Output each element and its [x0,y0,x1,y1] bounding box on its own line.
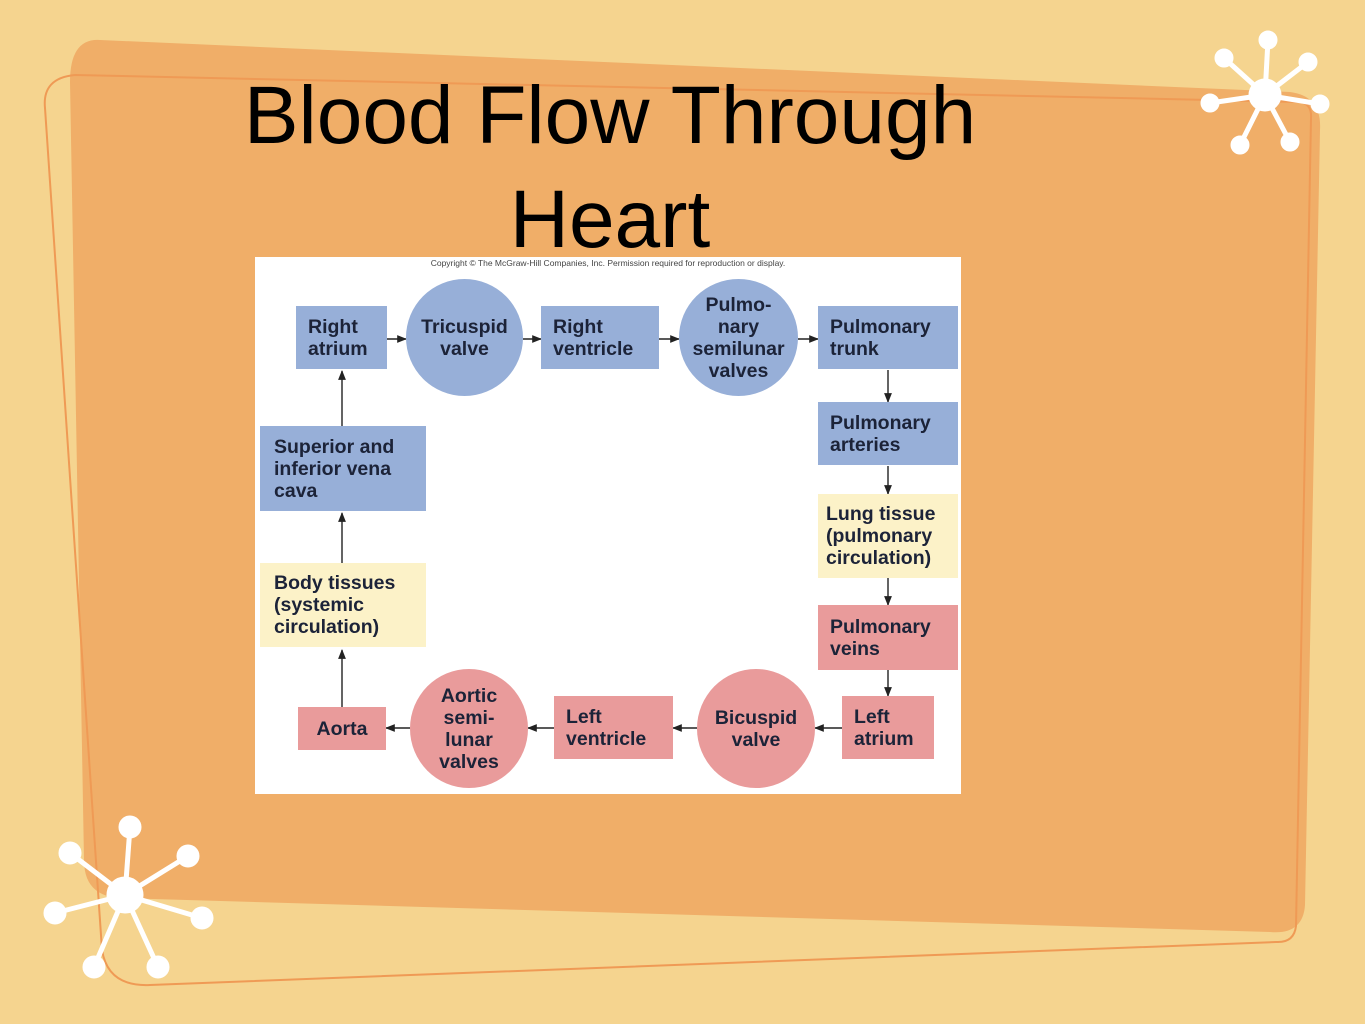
star-icon [43,815,214,979]
node-right-ventricle: Right ventricle [541,306,659,369]
blood-flow-diagram: Copyright © The McGraw-Hill Companies, I… [255,257,961,794]
node-pulmonary-veins: Pulmonary veins [818,605,958,670]
node-aortic-semilunar-valves: Aortic semi- lunar valves [410,669,528,788]
node-right-atrium: Right atrium [296,306,387,369]
node-lung-tissue: Lung tissue (pulmonary circulation) [818,494,958,578]
node-pulmonary-trunk: Pulmonary trunk [818,306,958,369]
node-pulmonary-arteries: Pulmonary arteries [818,402,958,465]
node-bicuspid-valve: Bicuspid valve [697,669,815,788]
node-aorta: Aorta [298,707,386,750]
slide-title-line-2: Heart [509,174,711,265]
panel-outline [43,73,1313,987]
node-body-tissues: Body tissues (systemic circulation) [260,563,426,647]
node-left-ventricle: Left ventricle [554,696,673,759]
slide-title-line-1: Blood Flow Through [243,70,977,161]
node-tricuspid-valve: Tricuspid valve [406,279,523,396]
copyright-notice: Copyright © The McGraw-Hill Companies, I… [430,258,786,268]
node-pulmonary-semilunar-valves: Pulmo- nary semilunar valves [679,279,798,396]
node-left-atrium: Left atrium [842,696,934,759]
flow-arrows [338,335,892,732]
star-icon [1200,30,1330,155]
node-vena-cava: Superior and inferior vena cava [260,426,426,511]
